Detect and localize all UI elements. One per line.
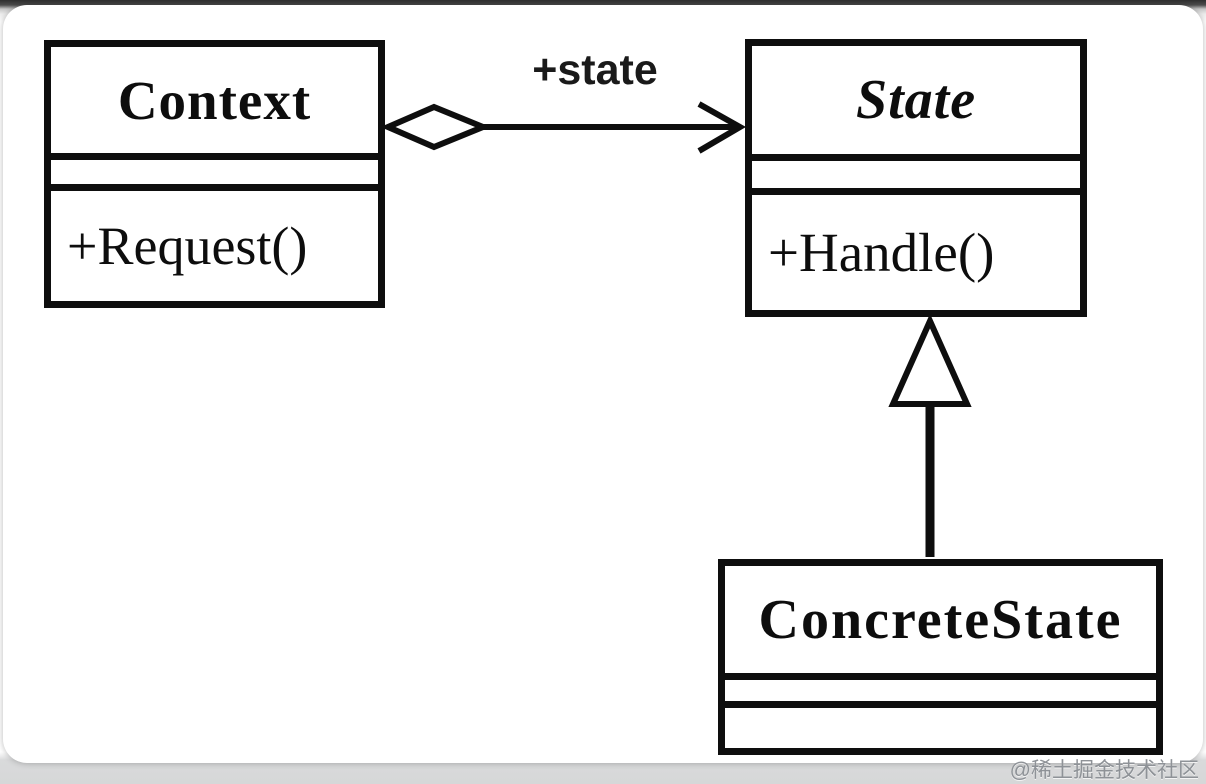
class-title: ConcreteState [758,588,1123,651]
open-arrowhead-icon [697,101,747,154]
class-title: State [855,69,977,131]
attributes-compartment [51,153,378,184]
class-title: Context [117,69,312,131]
class-box-concrete-state: ConcreteState [718,559,1163,755]
class-box-context: Context +Request() [44,40,385,308]
attributes-compartment [752,154,1080,188]
methods-compartment: +Handle() [752,188,1080,310]
aggregation-role-label: +state [532,46,658,94]
methods-compartment: +Request() [51,184,378,301]
class-box-state: State +Handle() [745,39,1087,317]
watermark-text: @稀土掘金技术社区 [1009,759,1199,782]
inheritance-triangle-icon [888,313,972,407]
aggregation-diamond-icon [380,103,491,151]
attributes-compartment [725,673,1156,701]
methods-compartment [725,701,1156,748]
